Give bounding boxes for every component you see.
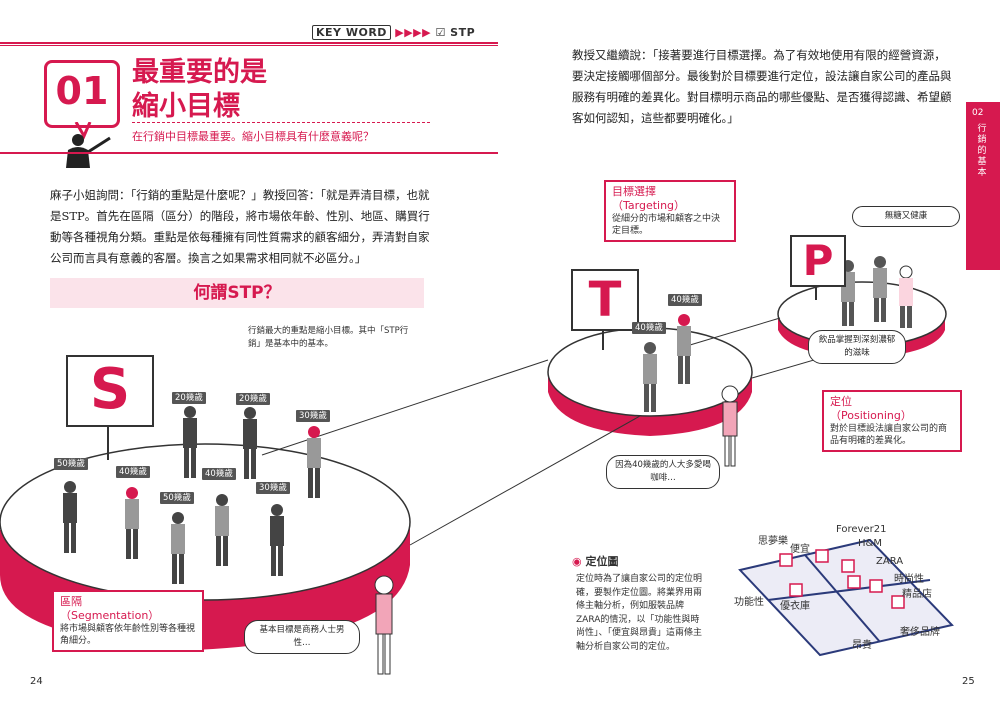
callout-title-en: （Targeting） xyxy=(612,199,686,212)
segmentation-callout: 區隔 （Segmentation） 將市場與顧客依年齡性別等各種視角細分。 xyxy=(52,590,204,652)
age-tag: 40幾歲 xyxy=(202,468,236,480)
body-paragraph-right: 教授又繼續說：「接著要進行目標選擇。為了有效地使用有限的經營資源，要決定接觸哪個… xyxy=(572,48,952,125)
title-divider xyxy=(132,122,430,123)
callout-title: 區隔 xyxy=(60,595,82,608)
map-label: 便宜 xyxy=(790,544,810,555)
chapter-title: 行銷的基本 xyxy=(977,124,987,178)
positioning-map-heading: 定位圖 xyxy=(585,555,619,568)
targeting-board: T xyxy=(571,269,639,331)
map-label: 優衣庫 xyxy=(780,601,810,612)
targeting-callout: 目標選擇 （Targeting） 從細分的市場和顧客之中決定目標。 xyxy=(604,180,736,242)
title-line-2: 縮小目標 xyxy=(132,91,240,122)
age-tag: 40幾歲 xyxy=(668,294,702,306)
header-bottom-rule xyxy=(0,152,498,154)
section-title: 最重要的是 縮小目標 xyxy=(132,56,267,124)
age-tag: 40幾歲 xyxy=(116,466,150,478)
positioning-callout: 定位 （Positioning） 對於目標設法讓自家公司的商品有明確的差異化。 xyxy=(822,390,962,452)
map-label: 思夢樂 xyxy=(758,536,788,547)
callout-title-en: （Positioning） xyxy=(830,409,912,422)
map-label: ZARA xyxy=(876,556,904,567)
page-number-left: 24 xyxy=(30,676,43,687)
speech-bubble-segmentation: 基本目標是商務人士男性… xyxy=(244,620,360,654)
speech-bubble-positioning: 飲品掌握到深刻濃郁的滋味 xyxy=(808,330,906,364)
chapter-number: 02 xyxy=(972,108,984,118)
age-tag: 20幾歲 xyxy=(236,393,270,405)
chapter-side-tab: 02 行銷的基本 xyxy=(966,102,1000,270)
callout-text: 將市場與顧客依年齡性別等各種視角細分。 xyxy=(60,624,196,646)
age-tag: 30幾歲 xyxy=(256,482,290,494)
target-icon: ◉ xyxy=(572,555,582,568)
age-tag: 20幾歲 xyxy=(172,392,206,404)
page-number-right: 25 xyxy=(962,676,975,687)
section-subtitle: 在行銷中目標最重要。縮小目標具有什麼意義呢？ xyxy=(132,130,374,143)
header-rule-thin xyxy=(0,45,498,46)
speech-bubble-targeting: 因為40幾歲的人大多愛喝咖啡… xyxy=(606,455,720,489)
keyword-term: STP xyxy=(450,26,476,39)
callout-title: 目標選擇 xyxy=(612,185,656,198)
age-tag: 50幾歲 xyxy=(54,458,88,470)
positioning-map-text: 定位時為了讓自家公司的定位明確，要製作定位圖。將業界用兩條主軸分析，例如服裝品牌… xyxy=(576,574,703,652)
keyword-label: KEY WORD xyxy=(312,25,391,40)
callout-title: 定位 xyxy=(830,395,852,408)
map-label: 功能性 xyxy=(734,597,764,608)
callout-title-en: （Segmentation） xyxy=(60,609,160,622)
figure-caption: 行銷最大的重點是縮小目標。其中「STP行銷」是基本中的基本。 xyxy=(248,326,409,349)
map-label: 昂貴 xyxy=(852,640,872,651)
map-label: 精品店 xyxy=(902,589,932,600)
figure-title: 何謂STP？ xyxy=(50,278,424,308)
positioning-map-diagram xyxy=(738,538,954,657)
arrow-icon: ▶▶▶▶ xyxy=(395,26,432,39)
callout-text: 對於目標設法讓自家公司的商品有明確的差異化。 xyxy=(830,424,948,446)
checkbox-icon: ☑ xyxy=(435,26,446,39)
age-tag: 50幾歲 xyxy=(160,492,194,504)
section-number: 01 xyxy=(55,69,109,113)
age-tag: 30幾歲 xyxy=(296,410,330,422)
map-label: H&M xyxy=(858,538,882,549)
callout-text: 從細分的市場和顧客之中決定目標。 xyxy=(612,214,721,236)
map-label: Forever21 xyxy=(836,524,887,535)
speech-bubble-positioning-top: 無糖又健康 xyxy=(852,206,960,227)
keyword-header: KEY WORD ▶▶▶▶ ☑ STP xyxy=(312,25,476,40)
positioning-map-title: ◉ 定位圖 xyxy=(572,553,618,569)
header-rule xyxy=(0,42,498,44)
map-label: 時尚性 xyxy=(894,574,924,585)
title-line-1: 最重要的是 xyxy=(132,57,267,88)
map-label: 奢侈品牌 xyxy=(900,627,940,638)
body-paragraph-left: 麻子小姐詢問：「行銷的重點是什麼呢？」教授回答：「就是弄清目標，也就是STP。首… xyxy=(50,188,430,265)
positioning-board: P xyxy=(790,235,846,287)
age-tag: 40幾歲 xyxy=(632,322,666,334)
section-number-badge: 01 xyxy=(44,60,120,128)
segmentation-board: S xyxy=(66,355,154,427)
